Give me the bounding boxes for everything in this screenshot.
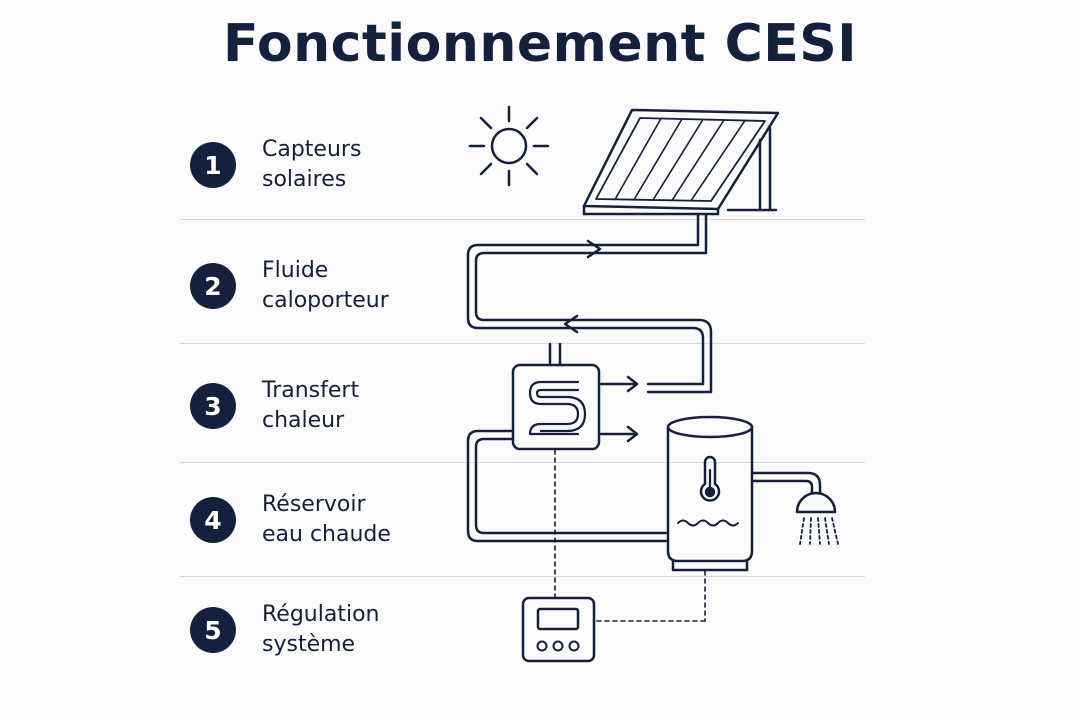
step-2: 2 Fluide caloporteur	[190, 256, 389, 316]
step-number-badge: 4	[190, 497, 236, 543]
thermometer-icon	[699, 455, 721, 502]
step-label-line: chaleur	[262, 408, 345, 433]
control-wire-icon	[554, 449, 706, 622]
step-number-badge: 1	[190, 142, 236, 188]
water-tank-icon	[666, 415, 754, 572]
step-label-line: solaires	[262, 167, 347, 192]
step-label: Régulation système	[262, 600, 379, 660]
shower-icon	[750, 471, 839, 545]
step-label-line: caloporteur	[262, 288, 389, 313]
step-number-badge: 5	[190, 607, 236, 653]
step-label-line: Régulation	[262, 602, 380, 627]
step-label: Réservoir eau chaude	[262, 490, 391, 550]
solar-panel-icon	[582, 108, 780, 216]
step-label-line: Capteurs	[262, 137, 362, 162]
row-divider	[180, 462, 865, 463]
step-label-line: eau chaude	[262, 522, 391, 547]
pipe-loop-icon	[466, 212, 713, 394]
step-label-line: système	[262, 632, 356, 657]
step-5: 5 Régulation système	[190, 600, 379, 660]
row-divider	[180, 219, 865, 220]
step-number-badge: 2	[190, 263, 236, 309]
step-1: 1 Capteurs solaires	[190, 135, 361, 195]
step-label-line: Fluide	[262, 258, 329, 283]
return-pipe-icon	[466, 429, 668, 543]
step-3: 3 Transfert chaleur	[190, 376, 359, 436]
step-label-line: Réservoir	[262, 492, 366, 517]
step-label: Transfert chaleur	[262, 376, 359, 436]
sun-icon	[468, 105, 550, 187]
row-divider	[180, 343, 865, 344]
row-divider	[180, 576, 865, 577]
step-label: Fluide caloporteur	[262, 256, 389, 316]
controller-icon	[521, 596, 596, 663]
page-title: Fonctionnement CESI	[222, 14, 858, 74]
step-label-line: Transfert	[262, 378, 360, 403]
step-4: 4 Réservoir eau chaude	[190, 490, 391, 550]
step-label: Capteurs solaires	[262, 135, 361, 195]
step-number-badge: 3	[190, 383, 236, 429]
heat-exchanger-icon	[511, 342, 639, 451]
